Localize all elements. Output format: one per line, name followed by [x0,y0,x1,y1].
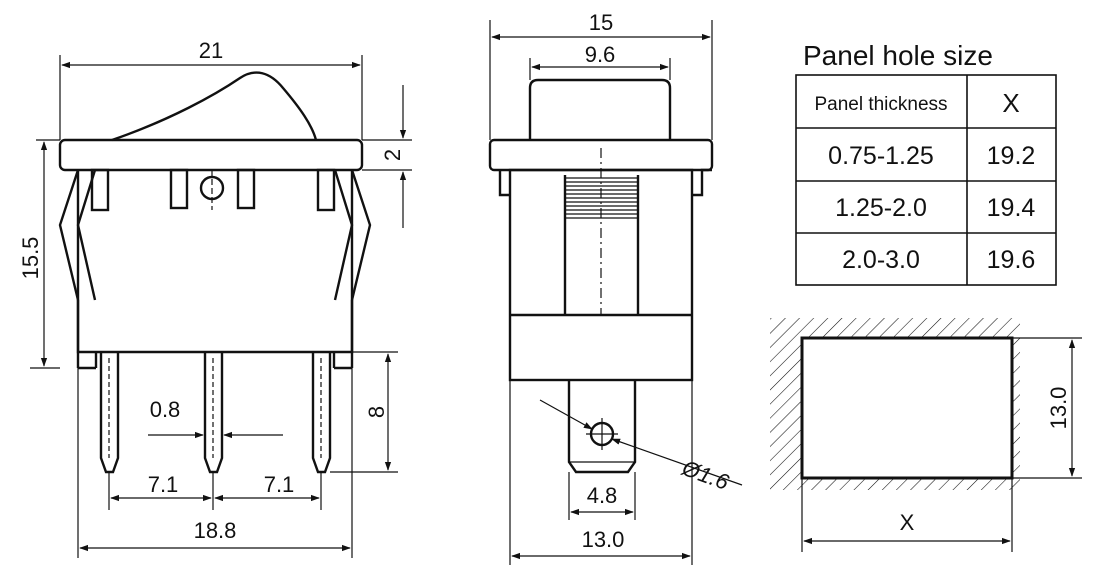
side-view: 21 2 15.5 8 0.8 7.1 7.1 18.8 [18,38,412,558]
dim-terminal-width: 4.8 [587,483,618,508]
row-x: 19.2 [987,142,1036,170]
dim-cap-height: 2 [380,149,405,161]
dim-hole-diameter: Ø1.6 [678,455,733,495]
cutout-opening [800,336,1014,480]
header-panel-thickness: Panel thickness [814,94,947,115]
row-x: 19.6 [987,246,1036,274]
row-x: 19.4 [987,194,1036,222]
dim-body-height: 15.5 [18,237,43,280]
row-thickness: 1.25-2.0 [835,194,927,222]
dim-pitch-right: 7.1 [264,472,295,497]
dim-terminal-thickness: 0.8 [150,397,181,422]
front-view: 15 9.6 Ø1.6 4.8 13.0 [488,10,743,565]
dim-cutout-width: X [900,510,915,535]
header-x: X [1002,88,1019,118]
switch-body [76,170,354,354]
dim-overall-width: 21 [199,38,223,63]
panel-hole-table: Panel hole size Panel thickness X 0.75-1… [795,40,1057,286]
rocker-actuator [111,71,318,142]
left-latch [58,169,97,301]
dim-cutout-height: 13.0 [1046,387,1071,430]
dim-frame-width: 15 [589,10,613,35]
right-latch [333,169,372,301]
dim-terminal-span: 18.8 [194,518,237,543]
dim-pitch-left: 7.1 [148,472,179,497]
flange [58,138,364,172]
panel-cutout: 13.0 X [770,318,1082,552]
dim-terminal-length: 8 [364,406,389,418]
dim-body-width: 13.0 [582,527,625,552]
row-thickness: 0.75-1.25 [828,142,934,170]
row-thickness: 2.0-3.0 [842,246,920,274]
table-title: Panel hole size [803,40,993,71]
dim-rocker-width: 9.6 [585,42,616,67]
front-terminal [567,380,637,474]
front-rocker [528,78,672,140]
